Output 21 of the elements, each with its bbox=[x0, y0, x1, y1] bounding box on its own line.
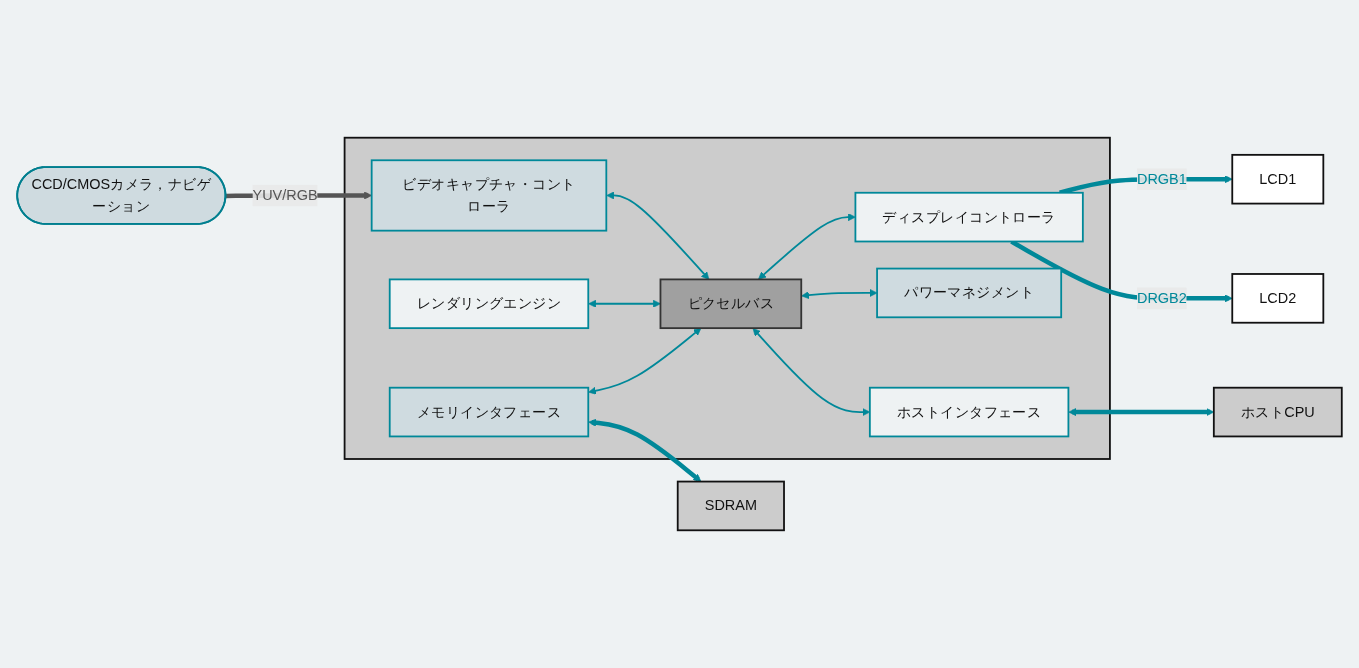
node-box: ビデオキャプチャ・コントローラ bbox=[370, 159, 608, 232]
edge-label: DRGB2 bbox=[1136, 290, 1187, 306]
edge-label: DRGB1 bbox=[1136, 171, 1187, 187]
node-box: LCD1 bbox=[1231, 153, 1325, 205]
node-box: メモリインタフェース bbox=[388, 386, 590, 438]
node-box: パワーマネジメント bbox=[876, 267, 1063, 319]
edge-label: YUV/RGB bbox=[252, 187, 318, 203]
arrow bbox=[758, 213, 856, 280]
arrow bbox=[588, 327, 702, 395]
arrow bbox=[588, 418, 702, 482]
node-box: ディスプレイコントローラ bbox=[854, 191, 1084, 243]
node-box: LCD2 bbox=[1231, 273, 1325, 324]
node-box: ホストインタフェース bbox=[868, 386, 1070, 438]
node-box: ピクセルバス bbox=[659, 278, 803, 330]
arrow bbox=[801, 288, 878, 300]
arrow bbox=[606, 191, 710, 280]
cluster bbox=[343, 136, 1111, 460]
node-box: レンダリングエンジン bbox=[388, 278, 590, 330]
node-box: ホストCPU bbox=[1212, 386, 1343, 438]
node-box: SDRAM bbox=[676, 480, 785, 532]
arrow bbox=[588, 299, 661, 308]
